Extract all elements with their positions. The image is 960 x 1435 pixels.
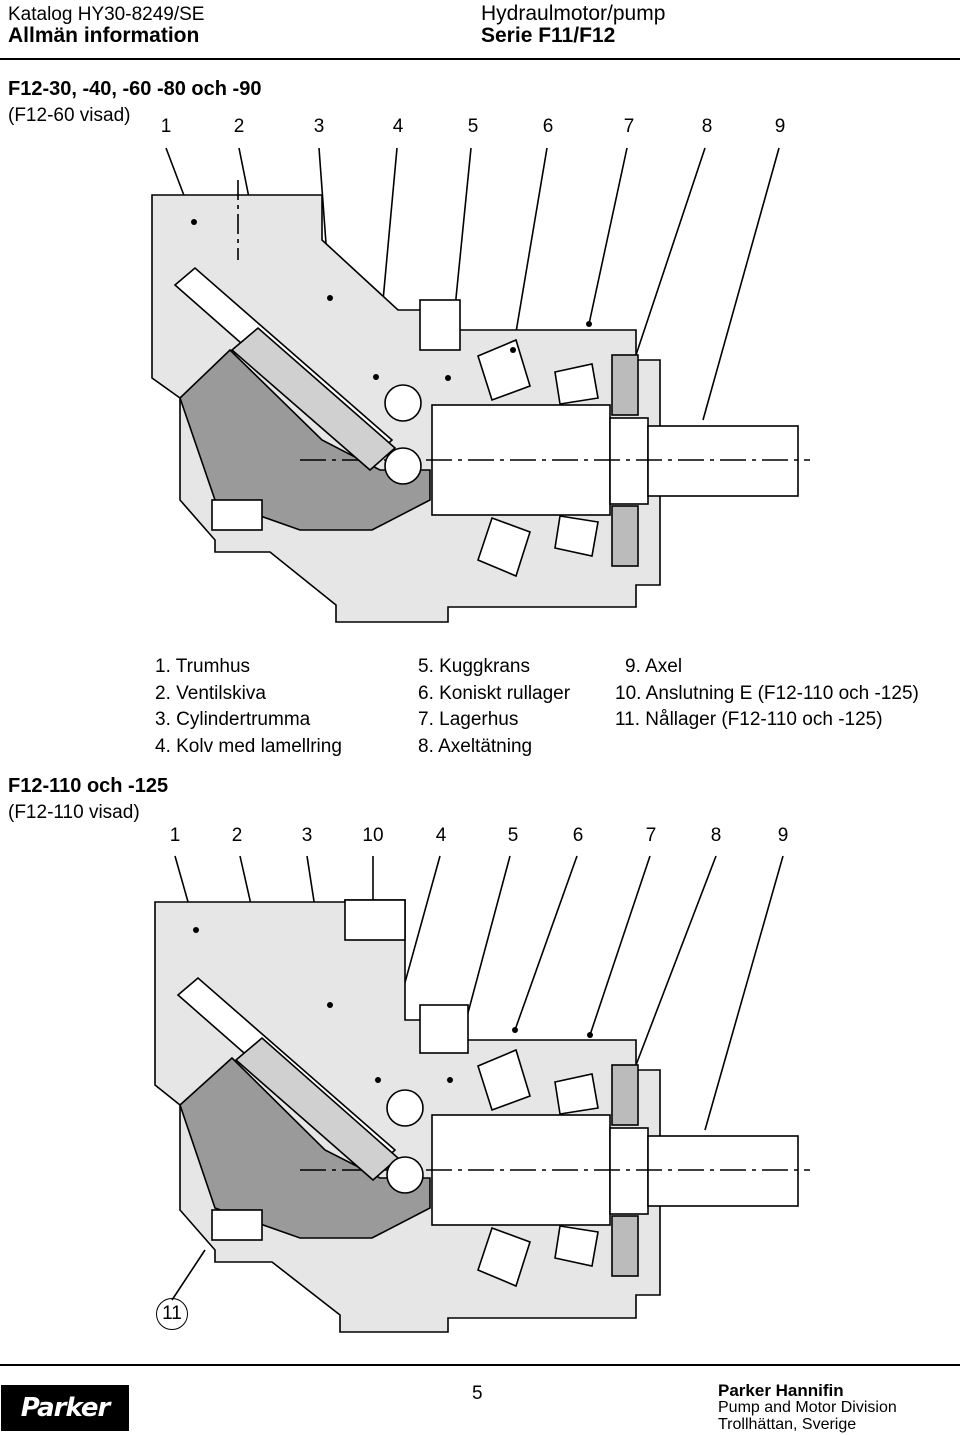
legend-item: 4. Kolv med lamellring <box>155 735 342 757</box>
cross-section-drawing-1 <box>151 147 810 623</box>
section1-title: F12-30, -40, -60 -80 och -90 <box>8 78 262 100</box>
series-name: Serie F11/F12 <box>481 24 616 47</box>
callout-11-label: 11 <box>162 1303 182 1324</box>
section-title: Allmän information <box>8 24 200 47</box>
page-number: 5 <box>472 1383 483 1404</box>
callout-7: 7 <box>645 825 657 846</box>
header-rule <box>0 58 960 60</box>
legend-column-1: 1. Trumhus 2. Ventilskiva 3. Cylindertru… <box>155 654 342 760</box>
callout-7: 7 <box>623 116 635 137</box>
callout-10: 10 <box>362 825 384 846</box>
callout-1: 1 <box>160 116 172 137</box>
catalog-number: Katalog HY30-8249/SE <box>8 4 205 25</box>
callout-11: 11 <box>156 1298 188 1330</box>
legend-column-2: 5. Kuggkrans 6. Koniskt rullager 7. Lage… <box>418 654 570 760</box>
legend-column-3: 9. Axel 10. Anslutning E (F12-110 och -1… <box>615 654 919 734</box>
legend-item: 10. Anslutning E (F12-110 och -125) <box>615 682 919 704</box>
company-name: Parker Hannifin <box>718 1381 844 1400</box>
callout-4: 4 <box>392 116 404 137</box>
legend-item: 1. Trumhus <box>155 656 251 677</box>
callout-2: 2 <box>233 116 245 137</box>
legend-item: 8. Axeltätning <box>418 735 533 757</box>
legend-item: 11. Nållager (F12-110 och -125) <box>615 709 883 730</box>
legend-item: 3. Cylindertrumma <box>155 709 311 730</box>
callout-5: 5 <box>507 825 519 846</box>
company-location: Trollhättan, Sverige <box>718 1416 857 1433</box>
callout-3: 3 <box>313 116 325 137</box>
callout-2: 2 <box>231 825 243 846</box>
parker-logo-text: Parker <box>20 1393 111 1423</box>
legend-item: 6. Koniskt rullager <box>418 682 571 704</box>
company-division: Pump and Motor Division <box>718 1399 897 1416</box>
parker-logo: Parker <box>1 1385 129 1431</box>
callout-6: 6 <box>572 825 584 846</box>
legend-item: 5. Kuggkrans <box>418 656 530 677</box>
product-name: Hydraulmotor/pump <box>481 2 666 25</box>
legend-item: 7. Lagerhus <box>418 709 519 730</box>
section2-title: F12-110 och -125 <box>8 775 169 797</box>
cross-section-drawing-2 <box>154 855 810 1333</box>
legend-item: 9. Axel <box>625 656 683 677</box>
legend-item: 2. Ventilskiva <box>155 682 266 704</box>
footer-rule <box>0 1364 960 1366</box>
callout-1: 1 <box>169 825 181 846</box>
callout-6: 6 <box>542 116 554 137</box>
callout-4: 4 <box>435 825 447 846</box>
section1-subtitle: (F12-60 visad) <box>8 105 131 126</box>
callout-5: 5 <box>467 116 479 137</box>
callout-3: 3 <box>301 825 313 846</box>
section2-subtitle: (F12-110 visad) <box>8 802 140 823</box>
callout-9: 9 <box>774 116 786 137</box>
callout-9: 9 <box>777 825 789 846</box>
company-info: Parker Hannifin Pump and Motor Division … <box>718 1382 897 1433</box>
callout-8: 8 <box>710 825 722 846</box>
callout-8: 8 <box>701 116 713 137</box>
